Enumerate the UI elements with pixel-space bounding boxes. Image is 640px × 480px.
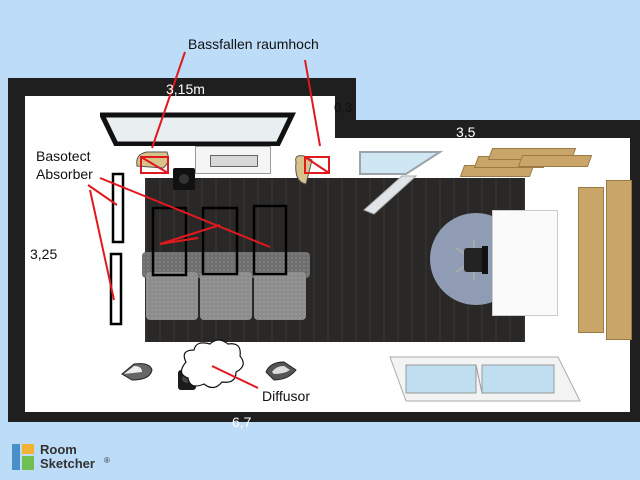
tv-console <box>195 146 271 174</box>
sofa-seat-3 <box>254 272 306 320</box>
absorber-outline-1 <box>151 206 188 277</box>
pointer-basotect-2 <box>89 189 115 301</box>
sofa-seat-2 <box>200 272 252 320</box>
logo-line-1: Room <box>40 442 77 457</box>
dimension-bottom: 6,7 <box>232 414 252 430</box>
label-bassfallen: Bassfallen raumhoch <box>188 36 319 52</box>
pointer-basotect-3 <box>99 177 271 248</box>
shelf-right-1 <box>578 187 604 333</box>
absorber-outline-left-top <box>111 172 125 244</box>
absorber-outline-2 <box>201 206 239 276</box>
logo-line-2: Sketcher <box>40 456 95 471</box>
office-chair-icon <box>452 238 496 282</box>
pointer-basotect-5 <box>159 237 199 245</box>
cloud-icon <box>180 339 244 389</box>
speaker-icon <box>290 152 330 188</box>
pointer-basotect-1 <box>87 184 118 206</box>
sofa-seat-1 <box>146 272 198 320</box>
subwoofer-icon <box>173 168 195 190</box>
sofa <box>142 252 310 324</box>
pointer-diffusor <box>211 365 259 389</box>
logo-mark-icon <box>12 444 34 470</box>
roomsketcher-logo: Room Sketcher ® <box>10 440 120 474</box>
absorber-outline-3 <box>252 204 288 276</box>
shelf-right-2 <box>606 180 632 340</box>
label-diffusor: Diffusor <box>262 388 310 404</box>
label-basotect-1: Basotect <box>36 148 91 164</box>
desk <box>492 210 558 316</box>
window-bottom <box>388 355 582 405</box>
dimension-top: 3,15m <box>166 81 205 97</box>
bass-trap-marker-left <box>140 156 169 174</box>
window-top-left <box>98 112 300 147</box>
speaker-icon <box>120 360 154 382</box>
bass-trap-marker-right <box>304 156 330 174</box>
logo-registered-mark: ® <box>104 456 110 465</box>
window-top-middle <box>352 148 444 216</box>
pointer-basotect-4 <box>159 224 221 245</box>
pointer-bassfallen-left <box>151 51 186 149</box>
speaker-icon <box>264 360 298 382</box>
label-basotect-2: Absorber <box>36 166 93 182</box>
dimension-right: 3,5 <box>456 124 476 140</box>
dimension-left: 3,25 <box>30 246 58 262</box>
pointer-bassfallen-right <box>304 59 321 147</box>
tv-screen <box>210 155 258 167</box>
dimension-notch: 0,3 <box>334 100 353 115</box>
